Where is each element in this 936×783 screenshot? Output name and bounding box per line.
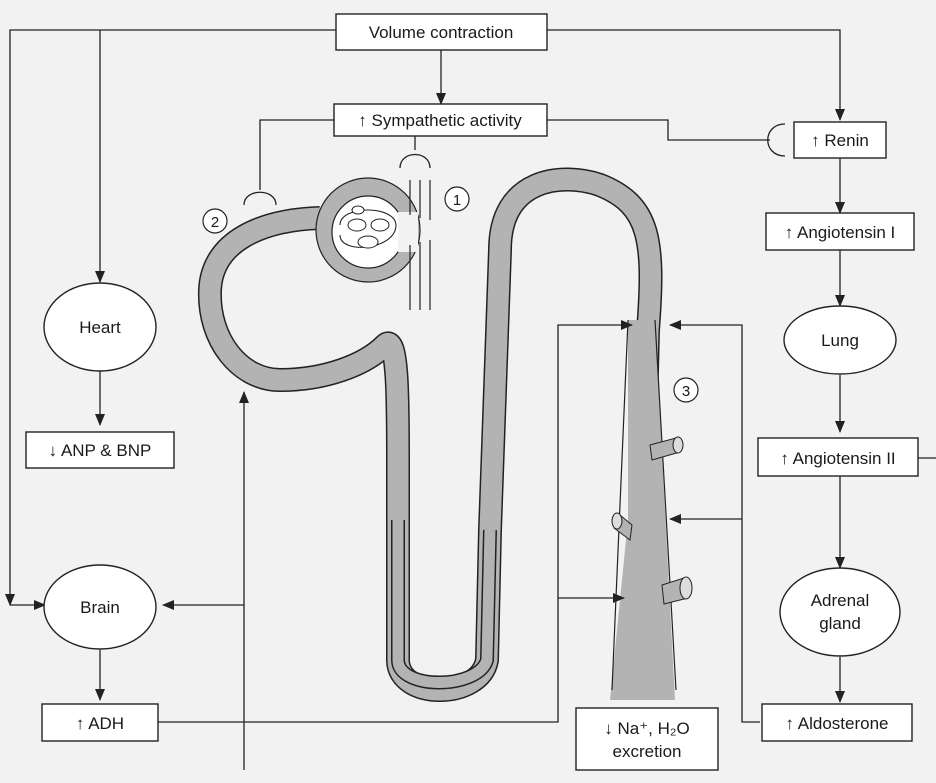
marker-2: 2: [202, 208, 228, 234]
node-anp-bnp: ↓ ANP & BNP: [25, 431, 175, 469]
aldosterone-label: ↑ Aldosterone: [785, 714, 888, 733]
angiotensin-1-label: ↑ Angiotensin I: [785, 223, 896, 242]
excretion-label-line1: ↓ Na⁺, H₂O: [604, 719, 689, 738]
sympathetic-label: ↑ Sympathetic activity: [358, 111, 522, 130]
nephron-drawing: [197, 167, 693, 702]
marker-2-label: 2: [211, 214, 219, 231]
adrenal-label-line2: gland: [819, 614, 861, 633]
node-heart: Heart: [43, 282, 157, 372]
node-aldosterone: ↑ Aldosterone: [761, 703, 913, 742]
tubule-fill: [199, 169, 662, 701]
node-sympathetic: ↑ Sympathetic activity: [333, 103, 548, 137]
angiotensin-2-label: ↑ Angiotensin II: [780, 449, 895, 468]
node-renin: ↑ Renin: [793, 121, 887, 159]
node-lung: Lung: [783, 305, 897, 375]
adh-label: ↑ ADH: [76, 714, 124, 733]
node-brain: Brain: [43, 564, 157, 650]
anp-bnp-label: ↓ ANP & BNP: [49, 441, 152, 460]
glomerulus: [315, 177, 421, 283]
excretion-label-line2: excretion: [613, 742, 682, 761]
node-adrenal-gland: Adrenal gland: [779, 567, 901, 657]
node-angiotensin-2: ↑ Angiotensin II: [757, 437, 919, 477]
marker-1-label: 1: [453, 192, 461, 209]
arterioles: [409, 180, 431, 310]
renin-label: ↑ Renin: [811, 131, 869, 150]
lung-label: Lung: [821, 331, 859, 350]
node-adh: ↑ ADH: [41, 703, 159, 742]
marker-3-label: 3: [682, 383, 690, 400]
connectors: [5, 29, 936, 770]
marker-3: 3: [673, 377, 699, 403]
volume-contraction-label: Volume contraction: [369, 23, 514, 42]
brain-label: Brain: [80, 598, 120, 617]
node-volume-contraction: Volume contraction: [335, 13, 548, 51]
collecting-duct: [610, 320, 675, 700]
node-excretion: ↓ Na⁺, H₂O excretion: [575, 707, 719, 771]
node-angiotensin-1: ↑ Angiotensin I: [765, 212, 915, 251]
heart-label: Heart: [79, 318, 121, 337]
adrenal-label-line1: Adrenal: [811, 591, 870, 610]
marker-1: 1: [444, 186, 470, 212]
